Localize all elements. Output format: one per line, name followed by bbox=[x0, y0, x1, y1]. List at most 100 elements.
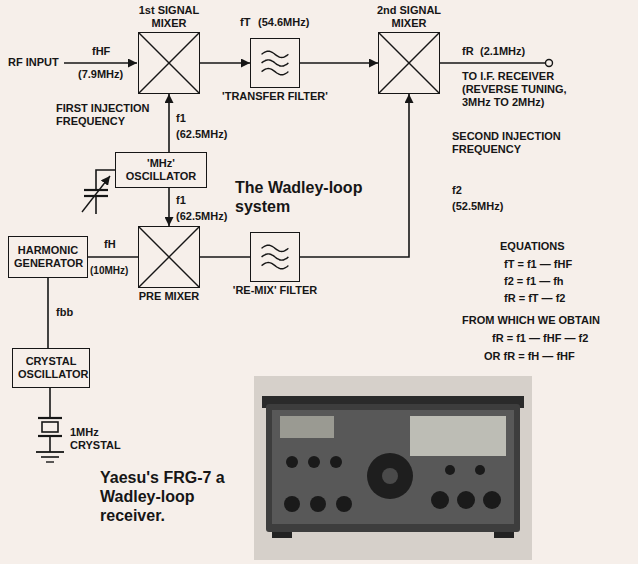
signal-label: EQUATIONS bbox=[500, 240, 565, 253]
signal-connector bbox=[200, 256, 250, 258]
filter-box: 'RE-MIX' FILTER bbox=[250, 232, 300, 282]
knob bbox=[457, 491, 475, 509]
tuning-knob bbox=[367, 453, 413, 499]
mixer-cross bbox=[139, 227, 199, 287]
signal-label: fR bbox=[462, 45, 474, 58]
diagram-title: The Wadley-loop system bbox=[235, 178, 375, 216]
mixer-cross bbox=[379, 33, 439, 93]
signal-label: (52.5MHz) bbox=[452, 200, 503, 213]
block-heading: 2nd SIGNAL MIXER bbox=[369, 4, 449, 30]
crystal-wire bbox=[49, 388, 51, 418]
mixer-symbol bbox=[379, 33, 439, 93]
ground-symbol bbox=[36, 451, 64, 453]
ground-symbol bbox=[46, 461, 54, 462]
filter-wave bbox=[262, 245, 289, 251]
signal-label: f1 bbox=[176, 112, 186, 125]
box-label: HARMONIC GENERATOR bbox=[14, 244, 82, 270]
signal-label: f2 bbox=[452, 184, 462, 197]
block-heading: PRE MIXER bbox=[139, 290, 200, 303]
filter-wave bbox=[262, 51, 289, 57]
filter-symbol bbox=[251, 233, 299, 281]
knob bbox=[308, 456, 320, 468]
knob bbox=[284, 496, 300, 512]
radio-foot bbox=[494, 532, 514, 538]
block-heading: 'RE-MIX' FILTER bbox=[233, 284, 317, 297]
crystal-plate bbox=[38, 417, 62, 419]
signal-label: FIRST INJECTION FREQUENCY bbox=[56, 102, 160, 128]
filter-wave bbox=[262, 262, 289, 268]
radio-foot bbox=[272, 532, 292, 538]
mixer-box: 1st SIGNAL MIXER bbox=[138, 32, 200, 94]
tuning-wire bbox=[95, 196, 97, 214]
filter-box: 'TRANSFER FILTER' bbox=[250, 38, 300, 88]
block-heading: 'TRANSFER FILTER' bbox=[222, 90, 328, 103]
filter-wave bbox=[262, 68, 289, 74]
signal-label: fT bbox=[240, 16, 250, 29]
radio-panel bbox=[272, 410, 514, 524]
signal-label: RF INPUT bbox=[8, 56, 59, 69]
dial-window bbox=[410, 416, 506, 456]
filter-wave bbox=[262, 254, 289, 260]
variable-capacitor-arrow bbox=[82, 176, 110, 212]
filter-wave bbox=[262, 60, 289, 66]
knob bbox=[475, 465, 485, 475]
process-box: 'MHz' OSCILLATOR bbox=[115, 152, 207, 188]
mixer-box: PRE MIXER bbox=[138, 226, 200, 288]
signal-label: (62.5MHz) bbox=[176, 210, 227, 223]
knob bbox=[310, 496, 326, 512]
output-wire bbox=[440, 62, 545, 64]
signal-connector bbox=[47, 278, 49, 348]
knob bbox=[330, 456, 342, 468]
knob bbox=[483, 491, 501, 509]
mixer-box: 2nd SIGNAL MIXER bbox=[378, 32, 440, 94]
mixer-symbol bbox=[139, 33, 199, 93]
signal-connector bbox=[300, 94, 409, 257]
rf-input-wire bbox=[64, 62, 137, 64]
box-label: CRYSTAL OSCILLATOR bbox=[18, 355, 84, 381]
signal-label: (2.1MHz) bbox=[480, 45, 525, 58]
process-box: CRYSTAL OSCILLATOR bbox=[12, 348, 90, 388]
mixer-cross bbox=[379, 33, 439, 93]
figure-caption: Yaesu's FRG-7 a Wadley-loop receiver. bbox=[100, 468, 228, 525]
signal-label: fHF bbox=[92, 45, 110, 58]
signal-label: fR = fT — f2 bbox=[504, 292, 565, 305]
signal-label: OR fR = fH — fHF bbox=[484, 350, 575, 363]
signal-label: fH bbox=[104, 238, 116, 251]
knob bbox=[445, 465, 455, 475]
meter-window bbox=[280, 416, 334, 438]
tuning-knob bbox=[382, 468, 398, 484]
signal-connector bbox=[88, 256, 138, 258]
signal-label: (62.5MHz) bbox=[176, 128, 227, 141]
signal-label: FROM WHICH WE OBTAIN bbox=[462, 314, 600, 327]
signal-label: (54.6MHz) bbox=[258, 16, 309, 29]
signal-connector bbox=[168, 94, 170, 152]
radio-body bbox=[266, 404, 520, 532]
knob bbox=[286, 456, 298, 468]
mixer-cross bbox=[139, 33, 199, 93]
crystal-wire bbox=[49, 436, 51, 452]
block-heading: 1st SIGNAL MIXER bbox=[129, 4, 209, 30]
mixer-cross bbox=[139, 227, 199, 287]
photo-ground bbox=[254, 376, 532, 560]
box-label: 'MHz' OSCILLATOR bbox=[121, 157, 201, 183]
mixer-cross bbox=[139, 33, 199, 93]
signal-label: f1 bbox=[176, 194, 186, 207]
signal-connector bbox=[200, 62, 250, 64]
process-box: HARMONIC GENERATOR bbox=[8, 236, 88, 278]
tuning-wire bbox=[96, 170, 115, 190]
knob bbox=[336, 496, 352, 512]
signal-label: fR = f1 — fHF — f2 bbox=[492, 332, 588, 345]
output-terminal bbox=[546, 60, 553, 67]
signal-label: 1MHz CRYSTAL bbox=[70, 426, 130, 452]
signal-label: TO I.F. RECEIVER (REVERSE TUNING, 3MHz T… bbox=[462, 70, 590, 109]
signal-label: (7.9MHz) bbox=[78, 68, 123, 81]
signal-label: fT = f1 — fHF bbox=[504, 258, 572, 271]
signal-label: SECOND INJECTION FREQUENCY bbox=[452, 130, 562, 156]
ground-symbol bbox=[41, 456, 59, 458]
receiver-photo bbox=[254, 376, 532, 560]
signal-label: fbb bbox=[56, 306, 73, 319]
signal-label: (10MHz) bbox=[90, 264, 128, 277]
signal-label: f2 = f1 — fh bbox=[504, 275, 564, 288]
signal-connector bbox=[168, 188, 170, 226]
